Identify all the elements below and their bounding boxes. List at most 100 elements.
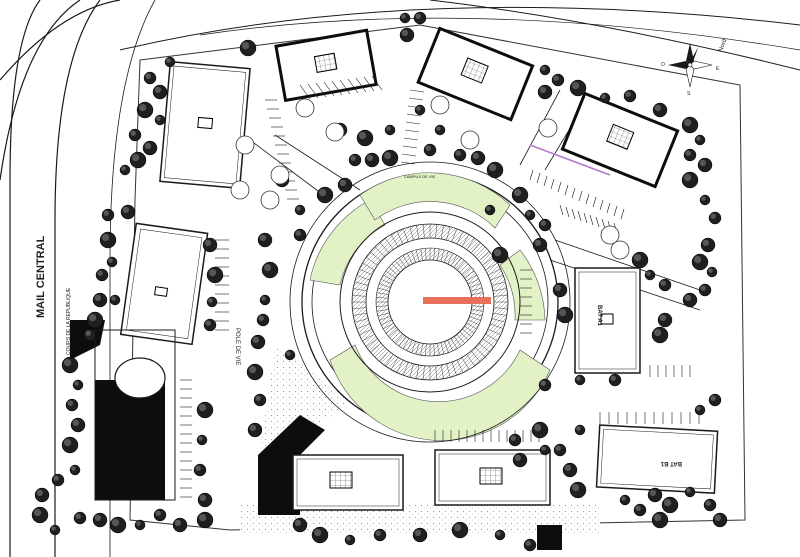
hub-stall — [450, 255, 458, 266]
hub-stall — [446, 363, 451, 378]
tree — [99, 231, 117, 249]
tree-highlight — [198, 436, 203, 441]
tree-highlight — [660, 280, 666, 286]
tree-outline — [270, 165, 290, 185]
tree — [694, 404, 706, 416]
tree — [551, 73, 565, 87]
tree-highlight — [264, 264, 272, 272]
tree-highlight — [199, 514, 207, 522]
hub-stall — [440, 342, 445, 355]
tree-outline — [600, 225, 620, 245]
parking-stall — [559, 204, 564, 216]
hub-stall — [451, 228, 457, 242]
hub-stall — [470, 312, 483, 317]
hub-stall — [469, 283, 481, 288]
hub-stall — [411, 251, 416, 263]
hub-stall — [447, 252, 454, 265]
tree — [172, 517, 188, 533]
tree-highlight — [621, 496, 626, 501]
tree — [631, 251, 649, 269]
tree — [708, 211, 722, 225]
hub-stall — [362, 333, 375, 342]
hub-stall — [440, 225, 444, 240]
hub-stall — [482, 257, 495, 266]
tree — [451, 521, 469, 539]
buildings — [94, 26, 719, 511]
hub-stall — [409, 363, 414, 378]
tree-highlight — [684, 294, 692, 302]
tree-highlight — [89, 314, 97, 322]
tree — [61, 436, 79, 454]
parking-stall — [578, 190, 583, 202]
hub-stall — [379, 316, 391, 321]
tree — [633, 503, 647, 517]
tree — [72, 379, 84, 391]
tree-highlight — [486, 206, 491, 211]
tree-highlight — [75, 513, 81, 519]
tree-highlight — [416, 106, 421, 111]
hub-stall — [385, 270, 396, 279]
tree — [524, 209, 536, 221]
tree — [86, 311, 104, 329]
hub-stall — [422, 365, 425, 380]
parking-stall — [564, 184, 569, 196]
top-roads — [119, 0, 800, 71]
hub-stall — [376, 309, 389, 312]
tree-highlight — [94, 294, 102, 302]
tree-highlight — [401, 29, 409, 37]
tree — [700, 237, 716, 253]
tree — [574, 424, 586, 436]
tree-highlight — [346, 536, 351, 541]
circular-hub — [301, 172, 559, 441]
hub-stall — [376, 305, 389, 307]
hub-stall — [466, 237, 475, 250]
hub-stall — [359, 328, 373, 336]
parking-stall — [583, 212, 588, 224]
tree — [257, 232, 273, 248]
tree — [152, 84, 168, 100]
tree — [531, 421, 549, 439]
hub-stall — [435, 365, 438, 380]
tree-highlight — [541, 66, 546, 71]
tree — [95, 268, 109, 282]
tree-highlight — [649, 489, 657, 497]
parking-stall — [571, 208, 576, 220]
building-left — [119, 222, 209, 346]
tree — [65, 398, 79, 412]
hub-stall — [409, 226, 414, 241]
parking-stall — [404, 129, 420, 133]
hub-stall — [403, 228, 409, 242]
hub-stall — [491, 318, 506, 323]
parking-stall — [543, 175, 548, 187]
tree — [708, 393, 722, 407]
tree — [128, 128, 142, 142]
tree — [682, 292, 698, 308]
tree-highlight — [654, 329, 662, 337]
hub-stall — [470, 242, 481, 254]
purple-path — [529, 144, 611, 176]
tree-highlight — [414, 529, 422, 537]
tree — [399, 27, 415, 43]
tree-highlight — [67, 400, 73, 406]
tree — [484, 204, 496, 216]
hub-stall — [456, 359, 464, 373]
tree-highlight — [97, 270, 103, 276]
hub-stall — [467, 319, 480, 326]
hub-stall — [383, 274, 394, 282]
tree — [261, 261, 279, 279]
tree — [196, 401, 214, 419]
tree-highlight — [496, 531, 501, 536]
parking-stall — [550, 178, 555, 190]
hub-stall — [425, 248, 427, 261]
tree-highlight — [103, 210, 109, 216]
tree-highlight — [249, 424, 257, 432]
tree — [539, 64, 551, 76]
tree-highlight — [696, 406, 701, 411]
tree — [684, 486, 696, 498]
tree-highlight — [294, 519, 302, 527]
main-road — [0, 0, 156, 557]
tree — [134, 519, 146, 531]
tree-highlight — [541, 446, 546, 451]
tree-highlight — [559, 309, 567, 317]
